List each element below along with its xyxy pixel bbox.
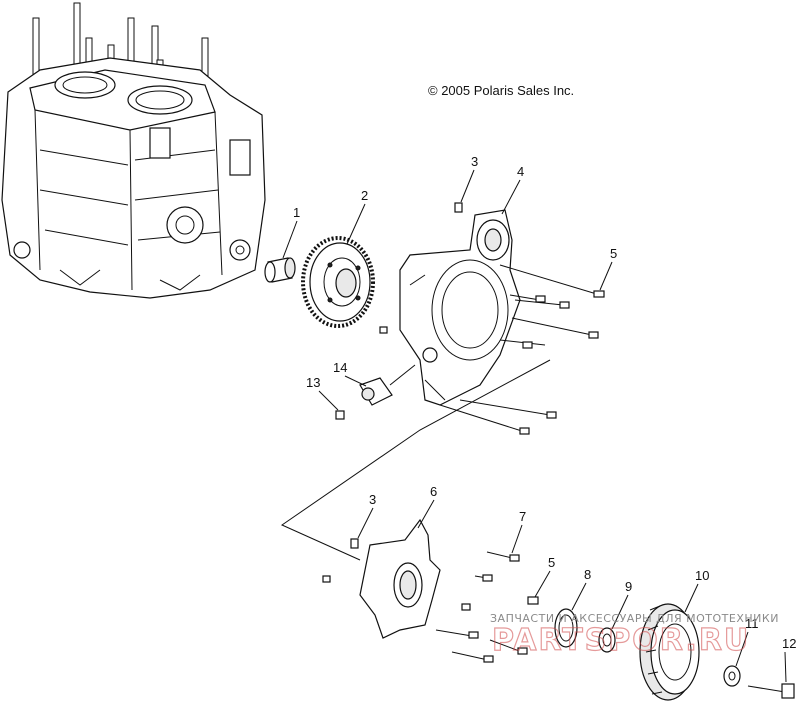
oil-seal-part-8: [554, 608, 578, 648]
bracket-part-14: [359, 377, 393, 406]
callout-12: 12: [782, 636, 796, 651]
gear-part-2: [301, 236, 375, 328]
dowel-pin-part-3-top: [454, 202, 463, 213]
callout-1: 1: [293, 205, 300, 220]
copyright-text: © 2005 Polaris Sales Inc.: [428, 83, 574, 98]
cover-part-4: [399, 209, 521, 406]
bolt-part-12: [747, 683, 795, 699]
callout-5-bottom: 5: [548, 555, 555, 570]
watermark-caption: ЗАПЧАСТИ И АКСЕССУАРЫ ДЛЯ МОТОТЕХНИКИ: [490, 612, 779, 625]
callout-5-top: 5: [610, 246, 617, 261]
pulley-part-10: [639, 603, 700, 701]
callout-8: 8: [584, 567, 591, 582]
callout-9: 9: [625, 579, 632, 594]
watermark-logo: PARTSPOR.RU: [492, 623, 750, 658]
callout-3-bottom: 3: [369, 492, 376, 507]
bushing-part-1: [264, 257, 296, 283]
seal-plate-part-6: [359, 518, 441, 639]
screw-part-13: [335, 410, 345, 420]
callout-2: 2: [361, 188, 368, 203]
washer-part-11: [723, 665, 741, 687]
callout-11: 11: [745, 616, 759, 631]
assembly-guide-line: [280, 359, 551, 561]
callout-3-top: 3: [471, 154, 478, 169]
callout-6: 6: [430, 484, 437, 499]
bolt-part-5-bottom: [527, 596, 539, 605]
callout-14: 14: [333, 360, 347, 375]
bolts-part-7: [435, 551, 528, 663]
bolts-part-5-top: [379, 264, 605, 435]
callout-10: 10: [695, 568, 709, 583]
callout-13: 13: [306, 375, 320, 390]
callout-4: 4: [517, 164, 524, 179]
callout-7: 7: [519, 509, 526, 524]
engine-block: [1, 2, 266, 299]
dowel-pin-part-3-bottom: [322, 538, 359, 583]
washer-part-9: [598, 627, 616, 653]
